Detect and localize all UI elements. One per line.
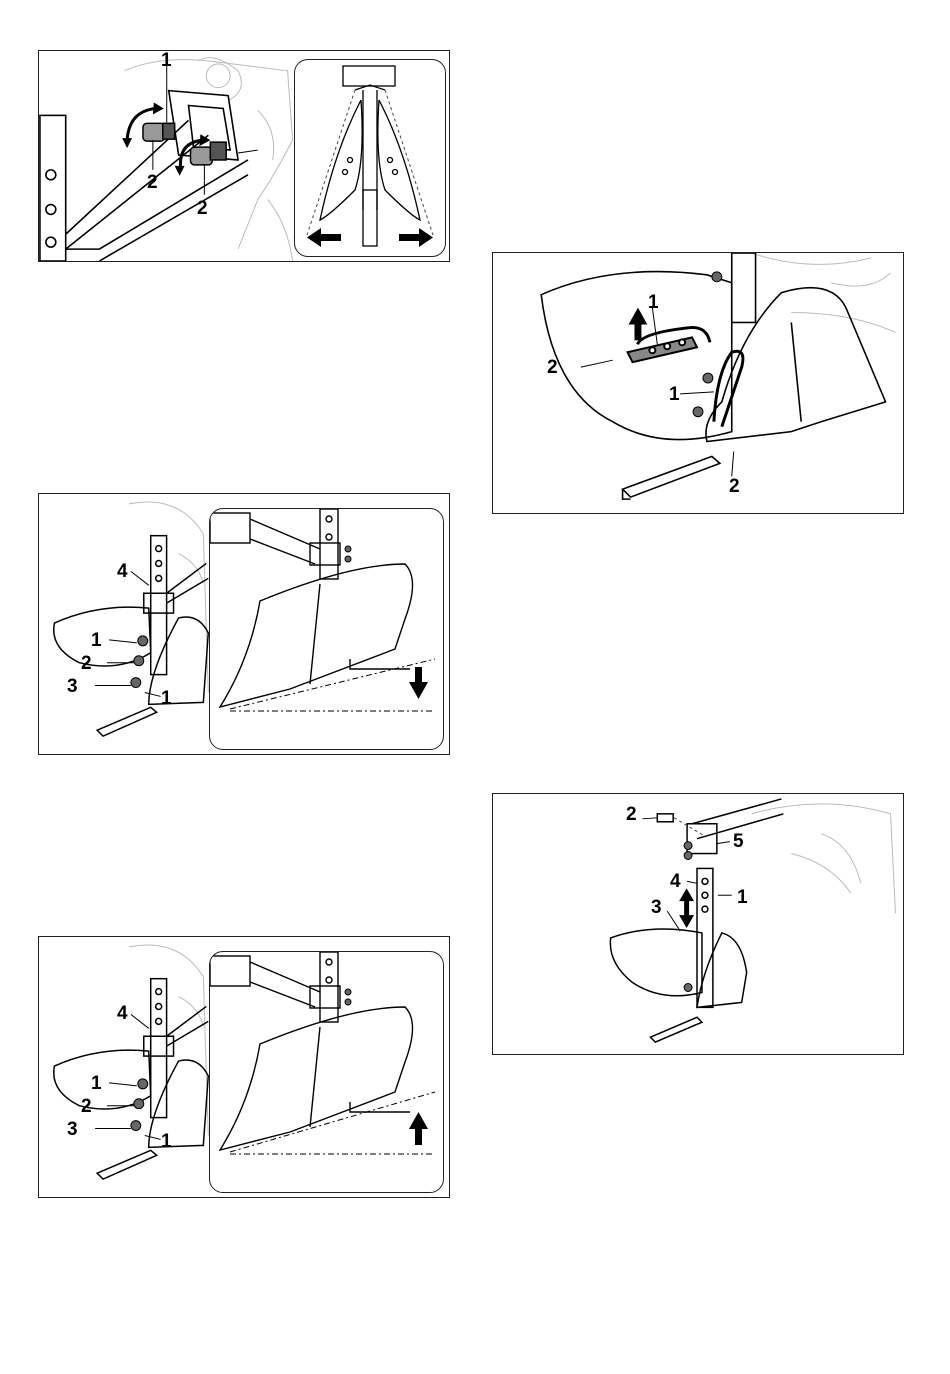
callout-4: 4 — [670, 872, 681, 891]
figure-1-inset-wings — [294, 59, 446, 257]
callout-2: 2 — [81, 654, 92, 673]
callout-1a: 1 — [91, 631, 102, 650]
inset-plough-up-drawing — [210, 952, 443, 1192]
figure-5-depth-up: 4 1 2 3 1 — [38, 936, 450, 1198]
figure-2-drawing — [493, 253, 903, 513]
direction-arrows-icon — [307, 228, 433, 247]
callout-2b: 2 — [729, 477, 740, 496]
callout-5: 5 — [733, 832, 744, 851]
bolt-1 — [143, 123, 175, 141]
figure-3-inset-plough — [209, 508, 444, 750]
inset-wings-drawing — [295, 60, 445, 256]
callout-2a: 2 — [147, 173, 158, 192]
figure-1-bolt-adjustment: 1 2 2 — [38, 50, 450, 262]
inset-plough-down-drawing — [210, 509, 443, 749]
callout-3: 3 — [67, 677, 78, 696]
figure-4-drawing — [493, 794, 903, 1054]
callout-1b: 1 — [669, 385, 680, 404]
callout-2: 2 — [626, 805, 637, 824]
figure-4-height-adjust: 2 5 4 1 3 — [492, 793, 904, 1055]
callout-4: 4 — [117, 562, 128, 581]
callout-2b: 2 — [197, 199, 208, 218]
callout-1a: 1 — [91, 1074, 102, 1093]
callout-1b: 1 — [161, 1132, 172, 1151]
callout-2: 2 — [81, 1097, 92, 1116]
handle-2 — [714, 351, 743, 426]
up-arrow-icon — [409, 1112, 428, 1145]
figure-2-wing-plates: 1 2 1 2 — [492, 252, 904, 514]
callout-1a: 1 — [648, 293, 659, 312]
figure-3-depth-down: 4 1 2 3 1 — [38, 493, 450, 755]
callout-4: 4 — [117, 1004, 128, 1023]
callout-1: 1 — [161, 51, 172, 70]
down-arrow-icon — [409, 667, 428, 699]
up-arrow-icon — [629, 308, 648, 341]
figure-5-inset-plough — [209, 951, 444, 1193]
callout-1b: 1 — [161, 689, 172, 708]
callout-1: 1 — [737, 888, 748, 907]
callout-3: 3 — [651, 898, 662, 917]
callout-3: 3 — [67, 1120, 78, 1139]
callout-2a: 2 — [547, 358, 558, 377]
updown-arrow-icon — [679, 888, 694, 928]
